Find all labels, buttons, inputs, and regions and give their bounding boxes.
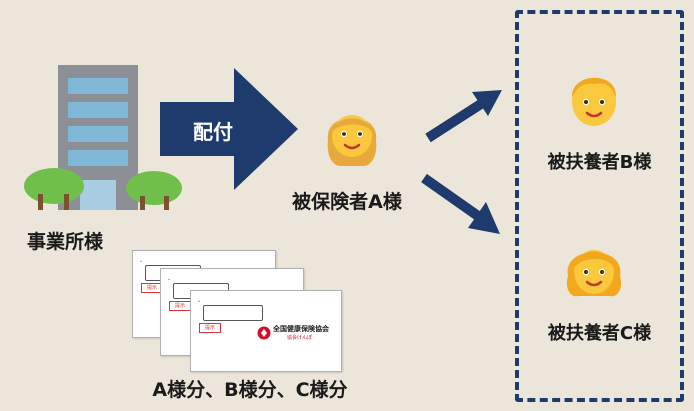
office-label: 事業所様 <box>26 231 103 253</box>
insurance-card-c: ・ 提示 全国健康保険協会 協会けんぽ <box>190 290 342 372</box>
kyokai-kenpo-logo-icon <box>257 325 271 340</box>
insured-label: 被保険者A様 <box>292 191 402 213</box>
dependents-group-box <box>515 10 684 402</box>
arrow-to-dependent-c <box>418 172 504 238</box>
card-org-name: 全国健康保険協会 <box>273 325 329 333</box>
boy-face-icon <box>562 64 626 132</box>
card-field <box>203 305 263 321</box>
card-stamp: 提示 <box>199 323 221 333</box>
girl-face-icon <box>562 232 626 304</box>
card-org-sub: 協会けんぽ <box>287 335 313 341</box>
woman-face-icon <box>320 100 384 170</box>
arrow-to-dependent-b <box>422 86 506 146</box>
office-building-icon <box>20 60 190 220</box>
distribution-label: 配付 <box>193 120 233 144</box>
card-stamp: 提示 <box>169 301 191 311</box>
dependent-b-label: 被扶養者B様 <box>547 152 652 173</box>
distribution-arrow <box>160 68 300 190</box>
cards-caption: A様分、B様分、C様分 <box>152 379 348 401</box>
dependent-c-label: 被扶養者C様 <box>547 323 652 344</box>
